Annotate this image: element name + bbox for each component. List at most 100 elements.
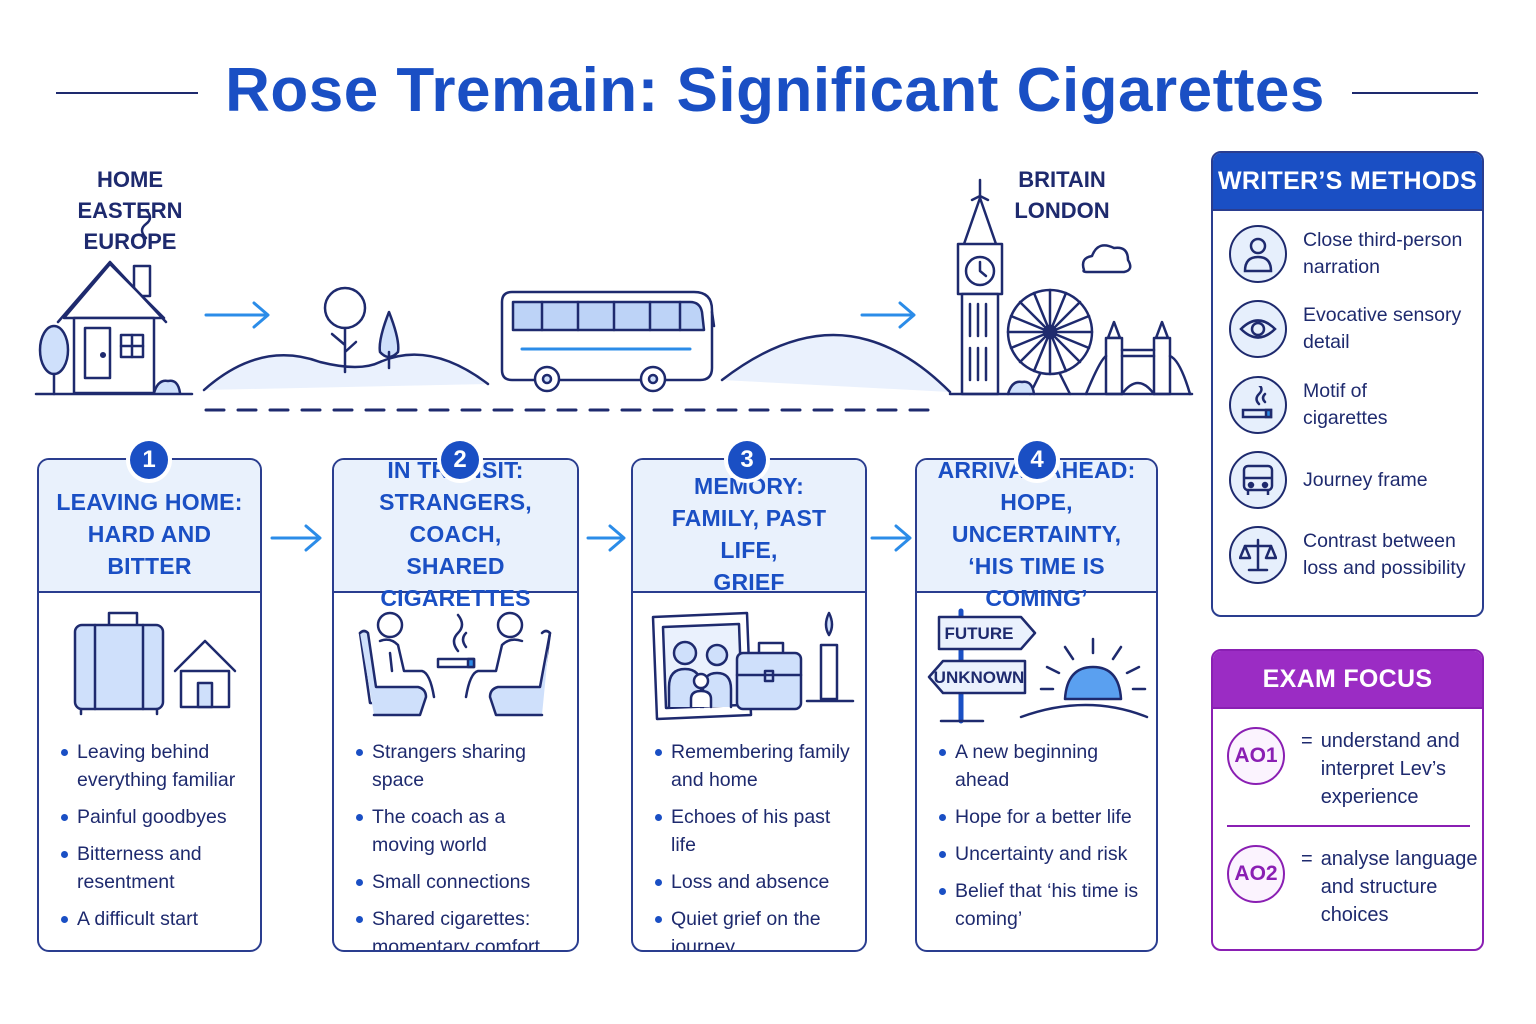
stage-bullets: Leaving behind everything familiar Painf…: [39, 738, 260, 933]
bus-icon: [1229, 451, 1287, 509]
stage-card-4: ARRIVAL AHEAD: HOPE, UNCERTAINTY, ‘HIS T…: [915, 458, 1158, 952]
journey-scene: [34, 178, 1194, 412]
stage-number-2: 2: [441, 441, 479, 479]
ao-description: analyse language and structure choices: [1320, 848, 1478, 926]
stage-title-line: STRANGERS, COACH,: [379, 488, 532, 547]
stage-bullets: Strangers sharing space The coach as a m…: [334, 738, 577, 950]
person-icon: [1229, 225, 1287, 283]
title-rule-left: [56, 92, 198, 94]
list-item: Leaving behind everything familiar: [61, 738, 250, 794]
list-item: Quiet grief on the journey: [655, 905, 855, 950]
ao-equals: =: [1301, 848, 1313, 870]
passengers-sharing-cigarette-icon: [358, 611, 552, 717]
page-title: Rose Tremain: Significant Cigarettes: [225, 56, 1325, 125]
journey-arrow-2: [860, 301, 916, 329]
stage-title-line: LEAVING HOME:: [56, 488, 243, 515]
stage-number-1: 1: [130, 441, 168, 479]
stage-title-line: ‘HIS TIME IS COMING’: [968, 552, 1105, 611]
journey-arrow-1: [204, 301, 270, 329]
list-item: Remembering family and home: [655, 738, 855, 794]
method-item: Motif of cigarettes: [1229, 376, 1443, 434]
home-label-line2: EASTERN EUROPE: [77, 198, 183, 254]
signpost-and-sunrise-icon: FUTURE UNKNOWN: [927, 608, 1149, 724]
method-item: Journey frame: [1229, 451, 1482, 509]
exam-focus-panel: EXAM FOCUS AO1 = understand and interpre…: [1211, 649, 1484, 951]
writers-methods-heading: WRITER’S METHODS: [1213, 153, 1482, 209]
title-rule-right: [1352, 92, 1478, 94]
method-label: Journey frame: [1303, 468, 1428, 491]
list-item: Small connections: [356, 868, 567, 896]
london-eye-icon: [1006, 288, 1094, 396]
list-item: The coach as a moving world: [356, 803, 567, 859]
method-label: Contrast between loss and possibility: [1303, 530, 1466, 579]
stage-bullets: A new beginning ahead Hope for a better …: [917, 738, 1156, 933]
flow-arrow-2: [586, 524, 626, 552]
cloud-icon: [1081, 244, 1132, 274]
list-item: Painful goodbyes: [61, 803, 250, 831]
stage-title-line: FAMILY, PAST LIFE,: [671, 504, 827, 563]
stage-title-line: HOPE, UNCERTAINTY,: [951, 488, 1122, 547]
list-item: Belief that ‘his time is coming’: [939, 877, 1146, 933]
method-label: Close third-person narration: [1303, 229, 1463, 278]
destination-label-line1: BRITAIN: [1018, 167, 1106, 192]
ao-description: understand and interpret Lev’s experienc…: [1320, 730, 1460, 808]
stage-title-line: GRIEF: [713, 568, 785, 595]
list-item: A new beginning ahead: [939, 738, 1146, 794]
flow-arrow-3: [870, 524, 912, 552]
stage-card-2: IN TRANSIT: STRANGERS, COACH, SHARED CIG…: [332, 458, 579, 952]
method-item: Close third-person narration: [1229, 225, 1482, 283]
destination-label: BRITAIN LONDON: [1002, 164, 1122, 226]
exam-objective: AO1 = understand and interpret Lev’s exp…: [1227, 727, 1479, 811]
destination-label-line2: LONDON: [1014, 198, 1110, 223]
exam-objective: AO2 = analyse language and structure cho…: [1227, 845, 1479, 929]
stage-header: IN TRANSIT: STRANGERS, COACH, SHARED CIG…: [334, 460, 577, 611]
list-item: A difficult start: [61, 905, 250, 933]
list-item: Strangers sharing space: [356, 738, 567, 794]
list-item: Shared cigarettes: momentary comfort: [356, 905, 567, 950]
hills-right: [720, 333, 952, 394]
method-label: Evocative sensory detail: [1303, 304, 1462, 353]
big-ben-icon: [956, 178, 1004, 396]
ao-badge: AO1: [1227, 727, 1285, 785]
method-label: Motif of cigarettes: [1303, 380, 1388, 429]
stage-header: ARRIVAL AHEAD: HOPE, UNCERTAINTY, ‘HIS T…: [917, 460, 1156, 611]
stage-card-3: MEMORY: FAMILY, PAST LIFE, GRIEF: [631, 458, 867, 952]
stage-illustration: [633, 593, 865, 738]
stage-title-line: SHARED CIGARETTES: [380, 552, 531, 611]
stage-header: MEMORY: FAMILY, PAST LIFE, GRIEF: [633, 460, 865, 595]
stage-illustration: [39, 593, 260, 738]
hills-left: [202, 286, 490, 392]
exam-divider: [1227, 825, 1470, 827]
sign-future: FUTURE: [945, 624, 1014, 643]
list-item: Uncertainty and risk: [939, 840, 1146, 868]
stage-title: LEAVING HOME: HARD AND BITTER: [47, 486, 252, 582]
suitcase-and-house-icon: [73, 611, 237, 716]
ao-equals: =: [1301, 730, 1313, 752]
list-item: Bitterness and resentment: [61, 840, 250, 896]
method-item: Evocative sensory detail: [1229, 300, 1482, 358]
writers-methods-panel: WRITER’S METHODS Close third-person narr…: [1211, 151, 1484, 617]
stage-illustration: FUTURE UNKNOWN: [917, 593, 1156, 738]
list-item: Loss and absence: [655, 868, 855, 896]
stage-card-1: LEAVING HOME: HARD AND BITTER Leaving be…: [37, 458, 262, 952]
ao-badge: AO2: [1227, 845, 1285, 903]
stage-title-line: HARD AND BITTER: [87, 520, 212, 579]
coach-icon: [500, 290, 716, 393]
flow-arrow-1: [270, 524, 322, 552]
exam-focus-heading: EXAM FOCUS: [1213, 651, 1482, 707]
eye-icon: [1229, 300, 1287, 358]
stage-title: MEMORY: FAMILY, PAST LIFE, GRIEF: [641, 470, 857, 598]
stage-title: ARRIVAL AHEAD: HOPE, UNCERTAINTY, ‘HIS T…: [925, 460, 1148, 614]
stage-number-4: 4: [1018, 441, 1056, 479]
cigarette-icon: [1229, 376, 1287, 434]
stage-illustration: [334, 593, 577, 738]
sign-unknown: UNKNOWN: [934, 668, 1025, 687]
stage-title: IN TRANSIT: STRANGERS, COACH, SHARED CIG…: [342, 460, 569, 614]
family-photo-briefcase-candle-icon: [651, 611, 855, 721]
home-label-line1: HOME: [97, 167, 163, 192]
stage-header: LEAVING HOME: HARD AND BITTER: [39, 460, 260, 593]
stage-number-3: 3: [728, 441, 766, 479]
stage-bullets: Remembering family and home Echoes of hi…: [633, 738, 865, 950]
house-icon: [34, 208, 194, 396]
tower-bridge-icon: [1084, 320, 1192, 396]
